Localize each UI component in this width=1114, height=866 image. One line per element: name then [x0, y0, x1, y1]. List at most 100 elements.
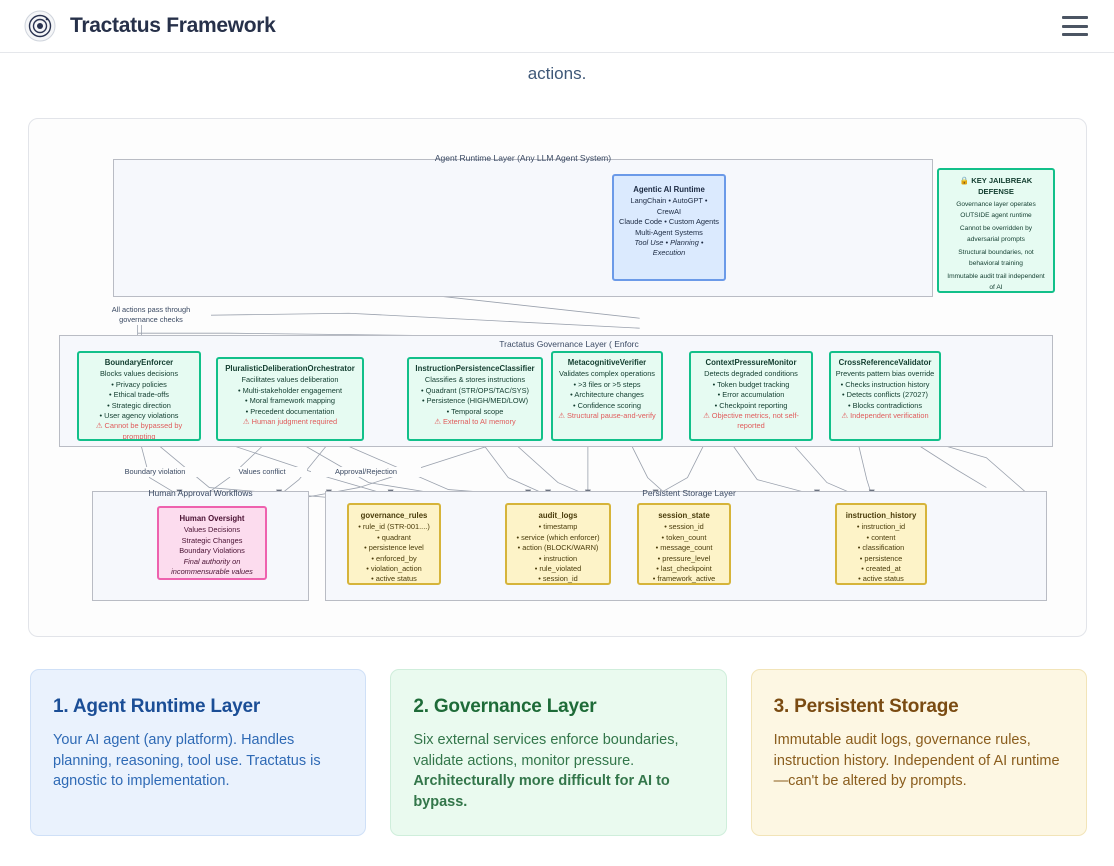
node-title: PluralisticDeliberationOrchestrator	[225, 364, 355, 373]
card-body: Your AI agent (any platform). Handles pl…	[53, 732, 321, 789]
node-bullet: • token_count	[661, 532, 707, 542]
node-title: governance_rules	[360, 511, 428, 520]
node-bullet: • >3 files or >5 steps	[573, 379, 641, 389]
node-bullet: • rule_violated	[534, 564, 582, 574]
node-bullet: • Strategic direction	[107, 400, 171, 410]
node-title: Human Oversight	[179, 514, 245, 523]
callout-line: Governance layer operates OUTSIDE agent …	[956, 201, 1036, 219]
edge-label-approval-rejection: Approval/Rejection	[311, 467, 421, 477]
node-bullet: • created_at	[861, 564, 901, 574]
node-line: Claude Code • Custom Agents	[619, 217, 719, 227]
node-boundary-enforcer[interactable]: BoundaryEnforcer Blocks values decisions…	[77, 351, 201, 441]
node-bullet: • timestamp	[538, 522, 578, 532]
node-subtitle: Prevents pattern bias override	[835, 369, 935, 379]
node-warning: ⚠ External to AI memory	[434, 417, 516, 427]
node-bullet: • active status	[371, 574, 417, 584]
node-store-session-state[interactable]: session_state • session_id • token_count…	[637, 503, 731, 585]
node-line-emphasis: Tool Use • Planning • Execution	[634, 238, 704, 258]
node-bullet: • service (which enforcer)	[516, 532, 600, 542]
node-bullet: • Precedent documentation	[245, 406, 335, 416]
node-subtitle: Blocks values decisions	[99, 369, 179, 379]
app-header: Tractatus Framework	[0, 0, 1114, 53]
card-heading: 3. Persistent Storage	[773, 696, 959, 717]
callout-line: Structural boundaries, not behavioral tr…	[958, 249, 1034, 267]
node-bullet: • active status	[858, 574, 904, 584]
card-governance-layer: 2. Governance Layer Six external service…	[390, 669, 727, 836]
node-bullet: • quadrant	[377, 532, 411, 542]
architecture-diagram: Agent Runtime Layer (Any LLM Agent Syste…	[28, 118, 1087, 637]
node-bullet: • persistence level	[364, 543, 424, 553]
node-store-governance-rules[interactable]: governance_rules • rule_id (STR-001....)…	[347, 503, 441, 585]
card-body: Six external services enforce boundaries…	[413, 732, 679, 810]
callout-line: Immutable audit trail independent of AI	[947, 273, 1045, 291]
node-bullet: • Multi-stakeholder engagement	[237, 385, 343, 395]
node-title: ContextPressureMonitor	[705, 358, 797, 367]
card-heading: 2. Governance Layer	[413, 696, 597, 717]
brand[interactable]: Tractatus Framework	[24, 10, 276, 42]
node-bullet: • Token budget tracking	[712, 379, 790, 389]
node-bullet: • classification	[857, 543, 905, 553]
edge-label-values-conflict: Values conflict	[217, 467, 307, 477]
node-pluralistic-deliberation-orchestrator[interactable]: PluralisticDeliberationOrchestrator Faci…	[216, 357, 364, 441]
node-bullet: • Quadrant (STR/OPS/TAC/SYS)	[420, 385, 529, 395]
node-instruction-persistence-classifier[interactable]: InstructionPersistenceClassifier Classif…	[407, 357, 543, 441]
node-bullet: • violation_action	[366, 564, 422, 574]
node-cross-reference-validator[interactable]: CrossReferenceValidator Prevents pattern…	[829, 351, 941, 441]
node-bullet: • instruction_id	[856, 522, 906, 532]
node-title: session_state	[658, 511, 710, 520]
card-heading: 1. Agent Runtime Layer	[53, 696, 261, 717]
key-jailbreak-defense-callout: 🔒 KEY JAILBREAK DEFENSE Governance layer…	[937, 168, 1055, 293]
node-subtitle: Classifies & stores instructions	[424, 375, 526, 385]
subgraph-agent-runtime	[113, 159, 933, 297]
node-bullet: • Moral framework mapping	[244, 396, 336, 406]
hamburger-menu-icon[interactable]	[1062, 16, 1088, 36]
node-title: MetacognitiveVerifier	[567, 358, 647, 367]
node-title: InstructionPersistenceClassifier	[415, 364, 535, 373]
node-human-oversight[interactable]: Human Oversight Values Decisions Strateg…	[157, 506, 267, 580]
node-title: audit_logs	[538, 511, 578, 520]
node-title: instruction_history	[845, 511, 917, 520]
node-store-instruction-history[interactable]: instruction_history • instruction_id • c…	[835, 503, 927, 585]
node-line-emphasis: Final authority on	[183, 556, 241, 566]
callout-title: 🔒 KEY JAILBREAK DEFENSE	[959, 176, 1033, 196]
node-warning: ⚠ Independent verification	[841, 411, 929, 421]
node-bullet: • persistence	[859, 553, 903, 563]
node-warning: ⚠ Cannot be bypassed by prompting	[95, 421, 183, 441]
edge-label-all-actions: All actions pass through governance chec…	[91, 305, 211, 325]
node-metacognitive-verifier[interactable]: MetacognitiveVerifier Validates complex …	[551, 351, 663, 441]
node-bullet: • enforced_by	[371, 553, 417, 563]
card-persistent-storage: 3. Persistent Storage Immutable audit lo…	[750, 669, 1087, 836]
node-line: Multi-Agent Systems	[635, 227, 703, 237]
card-body: Immutable audit logs, governance rules, …	[773, 732, 1060, 789]
subgraph-human-approval-title: Human Approval Workflows	[148, 488, 253, 498]
node-context-pressure-monitor[interactable]: ContextPressureMonitor Detects degraded …	[689, 351, 813, 441]
node-subtitle: Validates complex operations	[559, 369, 655, 379]
subgraph-governance-layer-title: Tractatus Governance Layer ( Enforc	[499, 339, 639, 349]
node-bullet: • Confidence scoring	[573, 400, 641, 410]
node-line: Strategic Changes	[181, 535, 243, 545]
node-store-audit-logs[interactable]: audit_logs • timestamp • service (which …	[505, 503, 611, 585]
node-bullet: • framework_active	[652, 574, 716, 584]
node-agentic-ai-runtime[interactable]: Agentic AI Runtime LangChain • AutoGPT •…	[612, 174, 726, 281]
node-bullet: • Ethical trade-offs	[109, 390, 169, 400]
subgraph-persistent-storage-title: Persistent Storage Layer	[642, 488, 736, 498]
node-line: Values Decisions	[183, 525, 241, 535]
diagram-canvas: Agent Runtime Layer (Any LLM Agent Syste…	[29, 119, 1086, 636]
callout-line: Cannot be overridden by adversarial prom…	[959, 225, 1033, 243]
node-warning: ⚠ Structural pause-and-verify	[558, 411, 656, 421]
node-title: CrossReferenceValidator	[838, 358, 932, 367]
node-bullet: • Checks instruction history	[840, 379, 930, 389]
node-title: Agentic AI Runtime	[633, 185, 705, 194]
node-bullet: • Blocks contradictions	[847, 400, 923, 410]
node-bullet: • rule_id (STR-001....)	[358, 522, 430, 532]
node-bullet: • instruction	[538, 553, 578, 563]
node-bullet: • pressure_level	[657, 553, 711, 563]
layer-summary-cards: 1. Agent Runtime Layer Your AI agent (an…	[30, 669, 1087, 836]
node-line: Boundary Violations	[179, 546, 245, 556]
node-bullet: • session_id	[664, 522, 704, 532]
target-circles-icon	[24, 10, 56, 42]
node-warning: ⚠ Objective metrics, not self-reported	[703, 411, 799, 431]
subgraph-agent-runtime-title: Agent Runtime Layer (Any LLM Agent Syste…	[434, 153, 612, 163]
card-body-bold: Architecturally more difficult for AI to…	[413, 773, 670, 810]
node-subtitle: Detects degraded conditions	[704, 369, 798, 379]
